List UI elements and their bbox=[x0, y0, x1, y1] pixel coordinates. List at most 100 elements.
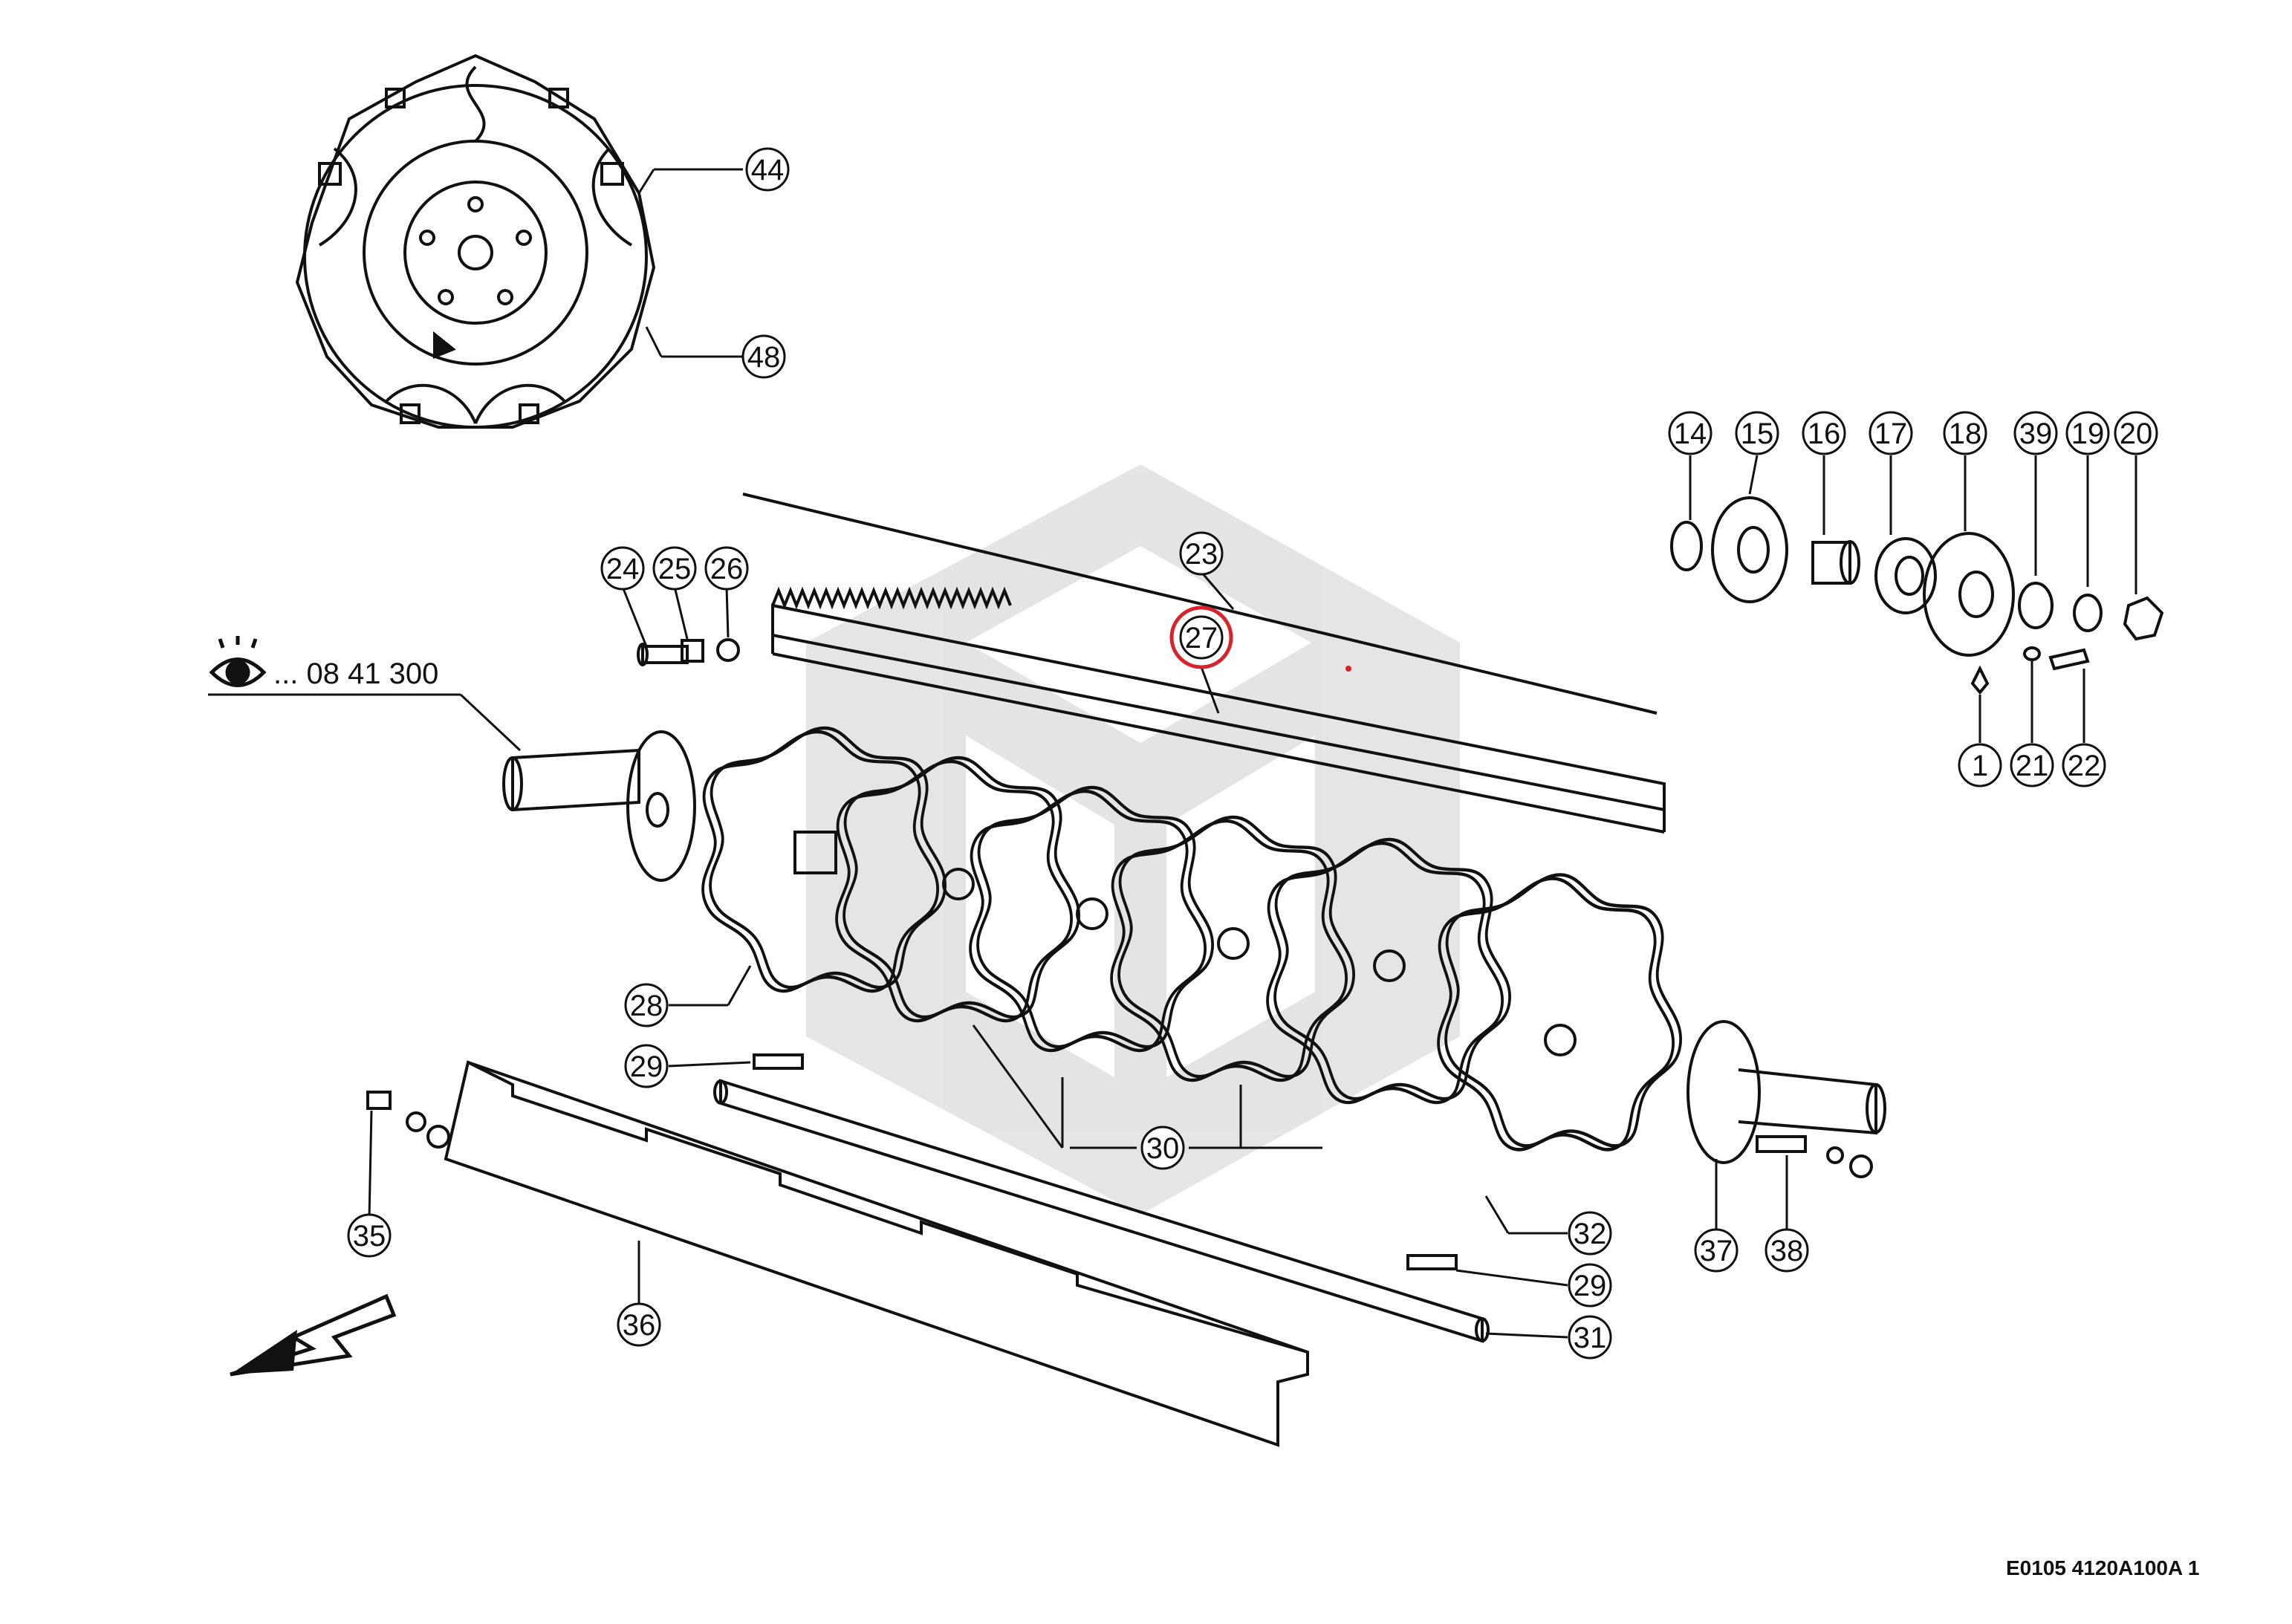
callout-labels: 44 48 14 15 16 17 18 39 19 20 1 21 22 23 27 24 25 26 28 29 3… bbox=[347, 147, 2158, 1360]
callout-28: 28 bbox=[624, 983, 669, 1027]
callout-circle bbox=[745, 147, 790, 192]
callout-39: 39 bbox=[2013, 411, 2058, 455]
callout-text: 1 bbox=[1972, 750, 1988, 782]
callout-text: 17 bbox=[1874, 418, 1908, 450]
highlight-dot bbox=[1345, 666, 1351, 672]
callout-44: 44 bbox=[745, 147, 790, 192]
drive-shaft-left bbox=[502, 730, 696, 882]
callout-text: 21 bbox=[2016, 750, 2049, 782]
callout-circle bbox=[2013, 411, 2058, 455]
callout-circle bbox=[1694, 1228, 1739, 1273]
leader-lines bbox=[368, 168, 2137, 1339]
callout-15: 15 bbox=[1735, 411, 1779, 455]
callout-text: 19 bbox=[2071, 418, 2105, 450]
arrow-down-left-icon bbox=[230, 1293, 397, 1377]
callout-32: 32 bbox=[1568, 1211, 1612, 1256]
callout-text: 26 bbox=[710, 553, 744, 585]
callout-circle bbox=[1869, 411, 1913, 455]
bolt-parts-35 bbox=[366, 1091, 450, 1149]
eye-icon bbox=[209, 636, 267, 687]
callout-text: 28 bbox=[630, 990, 663, 1022]
callout-circle bbox=[617, 1302, 661, 1347]
callout-circle bbox=[1668, 411, 1712, 455]
callout-35: 35 bbox=[347, 1213, 392, 1258]
callout-27: 27 bbox=[1169, 605, 1233, 669]
callout-text: 39 bbox=[2019, 418, 2053, 450]
callout-circle bbox=[704, 546, 749, 591]
callout-text: 16 bbox=[1808, 418, 1841, 450]
callout-text: 30 bbox=[1146, 1132, 1180, 1165]
callout-22: 22 bbox=[2062, 743, 2106, 787]
callout-20: 20 bbox=[2114, 411, 2158, 455]
callout-text: 25 bbox=[658, 553, 692, 585]
callout-circle bbox=[2065, 411, 2110, 455]
callout-16: 16 bbox=[1802, 411, 1846, 455]
callout-circle bbox=[624, 1044, 669, 1088]
shaft-31 bbox=[713, 1079, 1490, 1343]
callout-29: 29 bbox=[1568, 1263, 1612, 1308]
callout-circle bbox=[1958, 743, 2002, 787]
callout-25: 25 bbox=[652, 546, 697, 591]
callout-circle bbox=[1140, 1126, 1185, 1170]
callout-circle bbox=[1179, 531, 1224, 576]
callout-text: 38 bbox=[1770, 1235, 1804, 1267]
callout-17: 17 bbox=[1869, 411, 1913, 455]
callout-14: 14 bbox=[1668, 411, 1712, 455]
callout-text: 18 bbox=[1949, 418, 1982, 450]
callout-circle bbox=[2010, 743, 2054, 787]
cover-plate-36 bbox=[444, 1060, 1309, 1447]
callout-circle bbox=[2062, 743, 2106, 787]
bearing-parts bbox=[1670, 496, 2164, 695]
bolt-parts-24-26 bbox=[637, 638, 740, 666]
callout-26: 26 bbox=[704, 546, 749, 591]
callout-text: 31 bbox=[1574, 1322, 1607, 1354]
callout-circle bbox=[652, 546, 697, 591]
callout-circle bbox=[1568, 1211, 1612, 1256]
callout-31: 31 bbox=[1568, 1315, 1612, 1360]
callout-37: 37 bbox=[1694, 1228, 1739, 1273]
callout-inner-circle bbox=[1179, 615, 1224, 660]
callout-circle bbox=[1943, 411, 1987, 455]
callout-text: 35 bbox=[353, 1220, 386, 1253]
callout-text: 15 bbox=[1741, 418, 1774, 450]
watermark-logo bbox=[806, 464, 1460, 1215]
drawing-code: E0105 4120A100A 1 bbox=[2006, 1556, 2200, 1579]
callout-text: 23 bbox=[1185, 538, 1218, 571]
callout-48: 48 bbox=[741, 334, 786, 379]
callout-circle bbox=[1802, 411, 1846, 455]
rotor-wheel-assembly bbox=[295, 53, 656, 429]
callout-21: 21 bbox=[2010, 743, 2054, 787]
callout-text: 29 bbox=[630, 1050, 663, 1083]
callout-text: 22 bbox=[2068, 750, 2101, 782]
callout-19: 19 bbox=[2065, 411, 2110, 455]
callout-text: 24 bbox=[606, 553, 640, 585]
callout-1: 1 bbox=[1958, 743, 2002, 787]
callout-text: 37 bbox=[1700, 1235, 1733, 1267]
callout-circle bbox=[1568, 1315, 1612, 1360]
reference-number: ... 08 41 300 bbox=[273, 657, 438, 690]
callout-circle bbox=[1735, 411, 1779, 455]
callout-text: 27 bbox=[1185, 622, 1218, 655]
star-discs bbox=[703, 728, 1681, 1149]
callout-circle bbox=[1568, 1263, 1612, 1308]
callout-38: 38 bbox=[1765, 1228, 1809, 1273]
callout-circle bbox=[741, 334, 786, 379]
callout-text: 48 bbox=[747, 341, 781, 374]
callout-text: 32 bbox=[1574, 1218, 1607, 1250]
callout-24: 24 bbox=[600, 546, 645, 591]
callout-circle bbox=[2114, 411, 2158, 455]
callout-36: 36 bbox=[617, 1302, 661, 1347]
drive-shaft-right bbox=[1686, 1020, 1886, 1178]
callout-text: 14 bbox=[1674, 418, 1707, 450]
callout-30: 30 bbox=[1140, 1126, 1185, 1170]
callout-circle bbox=[600, 546, 645, 591]
callout-text: 29 bbox=[1574, 1270, 1607, 1302]
callout-23: 23 bbox=[1179, 531, 1224, 576]
callout-circle bbox=[624, 983, 669, 1027]
callout-circle bbox=[1765, 1228, 1809, 1273]
callout-18: 18 bbox=[1943, 411, 1987, 455]
reference-note: ... 08 41 300 bbox=[208, 636, 522, 752]
comb-strip bbox=[742, 493, 1666, 834]
